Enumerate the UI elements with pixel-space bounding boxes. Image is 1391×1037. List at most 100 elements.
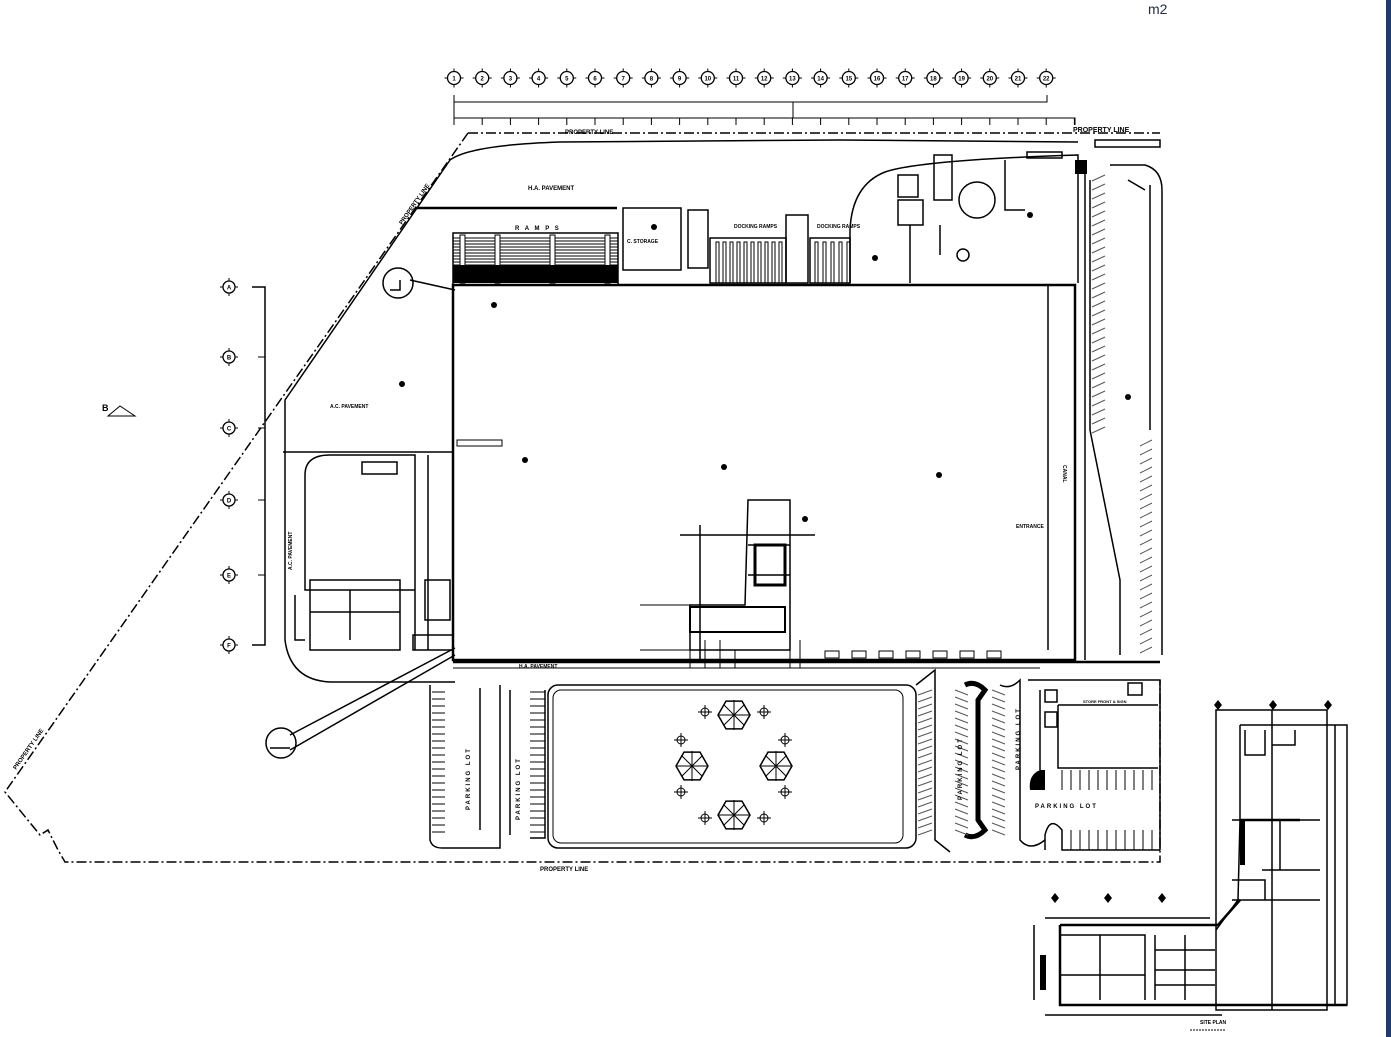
grid-bubble: C xyxy=(220,419,238,437)
grid-label: C xyxy=(227,427,232,433)
grid-bubble: 12 xyxy=(754,68,774,88)
main-building-outline xyxy=(451,283,1077,662)
grid-bubble: 22 xyxy=(1036,68,1056,88)
light-post-icon xyxy=(698,811,712,825)
central-plaza xyxy=(547,684,917,849)
grid-bubble xyxy=(1051,893,1059,903)
grid-label: 4 xyxy=(537,77,541,83)
grid-bubble: 7 xyxy=(613,68,633,88)
grid-bubble: 17 xyxy=(895,68,915,88)
west-wing xyxy=(283,451,454,651)
grid-bubble: 5 xyxy=(557,68,577,88)
grid-label: 11 xyxy=(733,77,740,83)
grid-bubble: 10 xyxy=(698,68,718,88)
grid-bubble: D xyxy=(220,491,238,509)
annex-room-label: STORE FRONT & SIGN xyxy=(1083,699,1127,704)
parking-label: PARKING LOT xyxy=(1016,707,1022,770)
section-arrow-icon xyxy=(106,405,137,417)
window-edge-bar xyxy=(1386,0,1391,1037)
grid-label: 7 xyxy=(622,77,626,83)
drawing-title: SITE PLAN xyxy=(1200,1020,1227,1026)
core-stairs xyxy=(640,499,815,668)
grid-bubble: 18 xyxy=(923,68,943,88)
plaza-gazebos xyxy=(674,700,793,830)
parking-island xyxy=(963,680,989,840)
grid-label: 5 xyxy=(565,77,569,83)
grid-bubble: 11 xyxy=(726,68,746,88)
grid-bubble xyxy=(1214,700,1222,710)
property-line-label: PROPERTY LINE xyxy=(540,867,588,873)
pavement-label: H.A. PAVEMENT xyxy=(528,186,574,192)
grid-label: 10 xyxy=(704,77,711,83)
parking-label: PARKING LOT xyxy=(466,747,472,810)
grid-label: 3 xyxy=(509,77,513,83)
lane-label: ENTRANCE xyxy=(1016,524,1044,530)
light-post-icon xyxy=(757,705,771,719)
west-parking xyxy=(429,685,546,849)
grid-bubble: E xyxy=(220,566,238,584)
grid-label: 9 xyxy=(678,77,682,83)
gazebo-icon xyxy=(759,751,793,781)
grid-bubble: 8 xyxy=(641,68,661,88)
parking-stalls-east xyxy=(1091,174,1153,654)
annex-floor-plan xyxy=(1033,709,1348,1016)
grid-bubble: 6 xyxy=(585,68,605,88)
grid-label: B xyxy=(227,356,232,362)
gazebo-icon xyxy=(675,751,709,781)
ramps xyxy=(452,232,619,286)
property-line-label: PROPERTY LINE xyxy=(399,183,432,226)
grid-bubble: 15 xyxy=(839,68,859,88)
light-post-icon xyxy=(698,705,712,719)
ramps-label: R A M P S xyxy=(515,226,561,232)
annex-grid xyxy=(1051,700,1332,903)
dock-label: DOCKING RAMPS xyxy=(817,224,861,230)
row-dimension-line xyxy=(252,286,266,646)
docking-ramps xyxy=(709,237,851,284)
grid-label: 14 xyxy=(817,77,824,83)
grid-bubble: 16 xyxy=(867,68,887,88)
grid-bubble: 4 xyxy=(529,68,549,88)
light-post-icon xyxy=(757,811,771,825)
grid-label: E xyxy=(227,574,231,580)
property-line-boundary xyxy=(4,132,1161,863)
lane-label: CANAL xyxy=(1061,465,1067,483)
service-yard xyxy=(849,154,1079,283)
grid-bubble xyxy=(1158,893,1166,903)
grid-bubble: 13 xyxy=(782,68,802,88)
grid-label: 16 xyxy=(874,77,881,83)
grid-label: 8 xyxy=(650,77,654,83)
southeast-lot xyxy=(1028,679,1161,851)
east-drive xyxy=(1084,162,1163,660)
grid-label: 6 xyxy=(593,77,597,83)
parking-stalls-west xyxy=(432,691,545,833)
grid-label: 13 xyxy=(789,77,796,83)
grid-label: 21 xyxy=(1015,77,1022,83)
property-line-label: PROPERTY LINE xyxy=(13,728,46,771)
section-mark: B xyxy=(102,403,109,413)
pavement-label: A.C. PAVEMENT xyxy=(330,404,368,410)
grid-label: A xyxy=(227,286,232,292)
dimension-ticks xyxy=(453,118,1075,125)
property-line-label: PROPERTY LINE xyxy=(565,130,613,136)
parking-stalls-southeast xyxy=(1061,770,1153,850)
grid-bubble xyxy=(1269,700,1277,710)
property-line-label: PROPERTY LINE xyxy=(1073,127,1130,134)
grid-bubble: B xyxy=(220,348,238,366)
light-post-icon xyxy=(674,785,688,799)
grid-label: 22 xyxy=(1043,77,1050,83)
grid-bubble: 1 xyxy=(444,68,464,88)
gazebo-icon xyxy=(717,800,751,830)
grid-bubble: 2 xyxy=(472,68,492,88)
grid-bubble: 14 xyxy=(811,68,831,88)
interior-markers xyxy=(399,212,1131,522)
dock-label: DOCKING RAMPS xyxy=(734,224,778,230)
detail-callout xyxy=(265,727,297,759)
light-post-icon xyxy=(674,733,688,747)
grid-bubble: 21 xyxy=(1008,68,1028,88)
grid-marker xyxy=(651,224,657,230)
grid-bubble: 20 xyxy=(980,68,1000,88)
parking-label: PARKING LOT xyxy=(516,757,522,820)
